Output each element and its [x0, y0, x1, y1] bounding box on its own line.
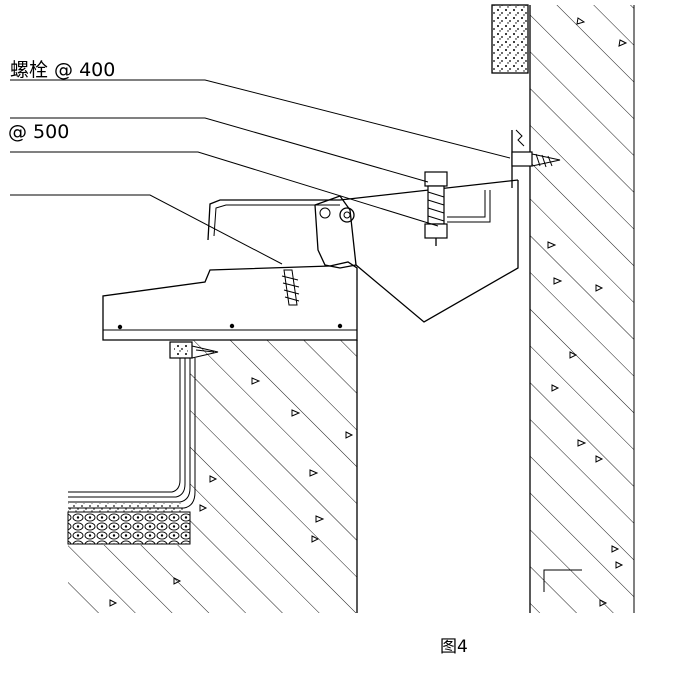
waterproof-layers — [67, 358, 196, 545]
anchor-top — [511, 129, 561, 188]
bracket-screw — [281, 269, 300, 306]
right-wall — [529, 5, 635, 613]
anchor-bottom — [169, 341, 219, 359]
cover-plate — [207, 179, 519, 269]
filler-block — [491, 4, 529, 74]
label-spacing-500: @ 500 — [8, 121, 69, 143]
left-structure — [68, 340, 358, 613]
bolt-assembly — [424, 171, 491, 246]
label-bolt-spacing: 螺栓 @ 400 — [10, 59, 115, 81]
leader-lines — [10, 79, 511, 265]
flexible-membrane — [355, 180, 519, 323]
figure-caption: 图4 — [440, 637, 468, 657]
support-bracket — [102, 261, 358, 341]
